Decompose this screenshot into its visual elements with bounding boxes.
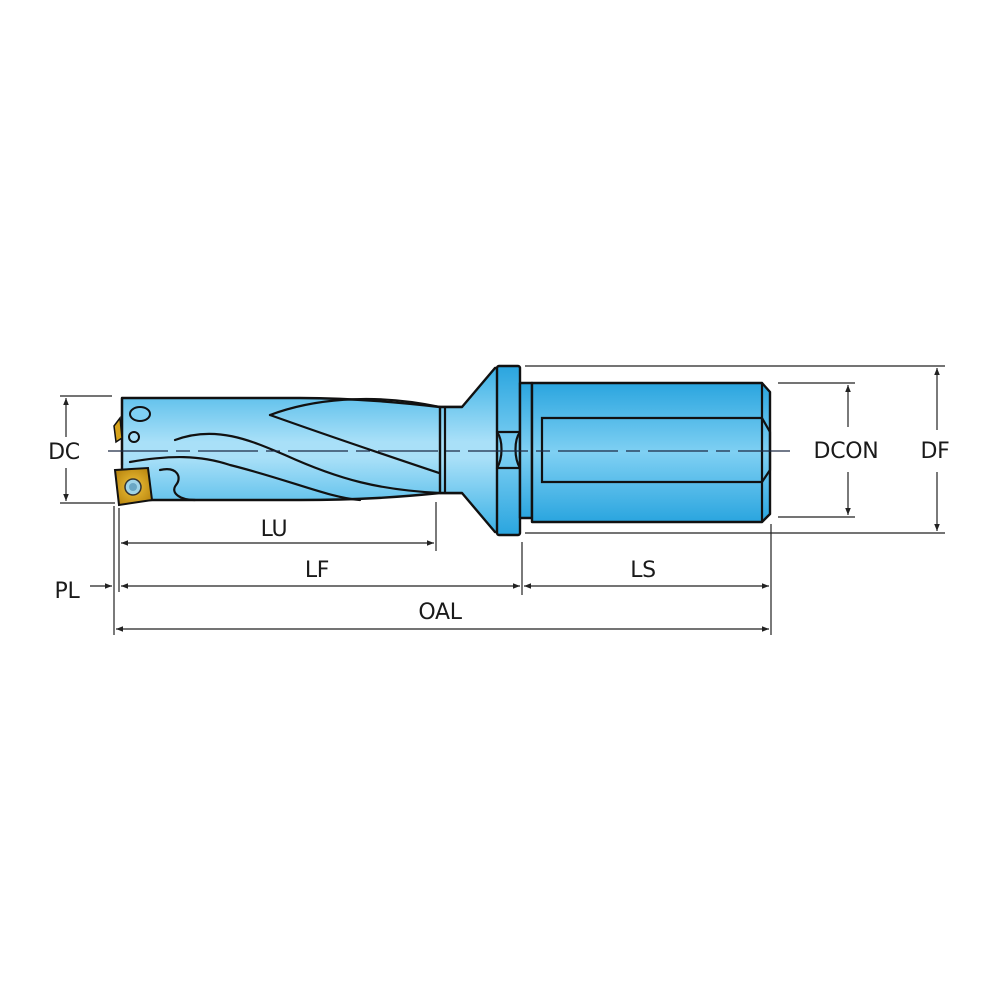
insert — [113, 466, 154, 507]
label-pl: PL — [54, 579, 80, 604]
label-dc: DC — [48, 440, 80, 465]
label-df: DF — [920, 439, 950, 464]
label-ls: LS — [630, 558, 656, 583]
label-oal: OAL — [418, 600, 462, 625]
shank — [530, 381, 772, 524]
label-lu: LU — [260, 517, 288, 542]
label-lf: LF — [304, 558, 330, 583]
label-dcon: DCON — [813, 439, 879, 464]
dimension-lines — [60, 365, 945, 635]
